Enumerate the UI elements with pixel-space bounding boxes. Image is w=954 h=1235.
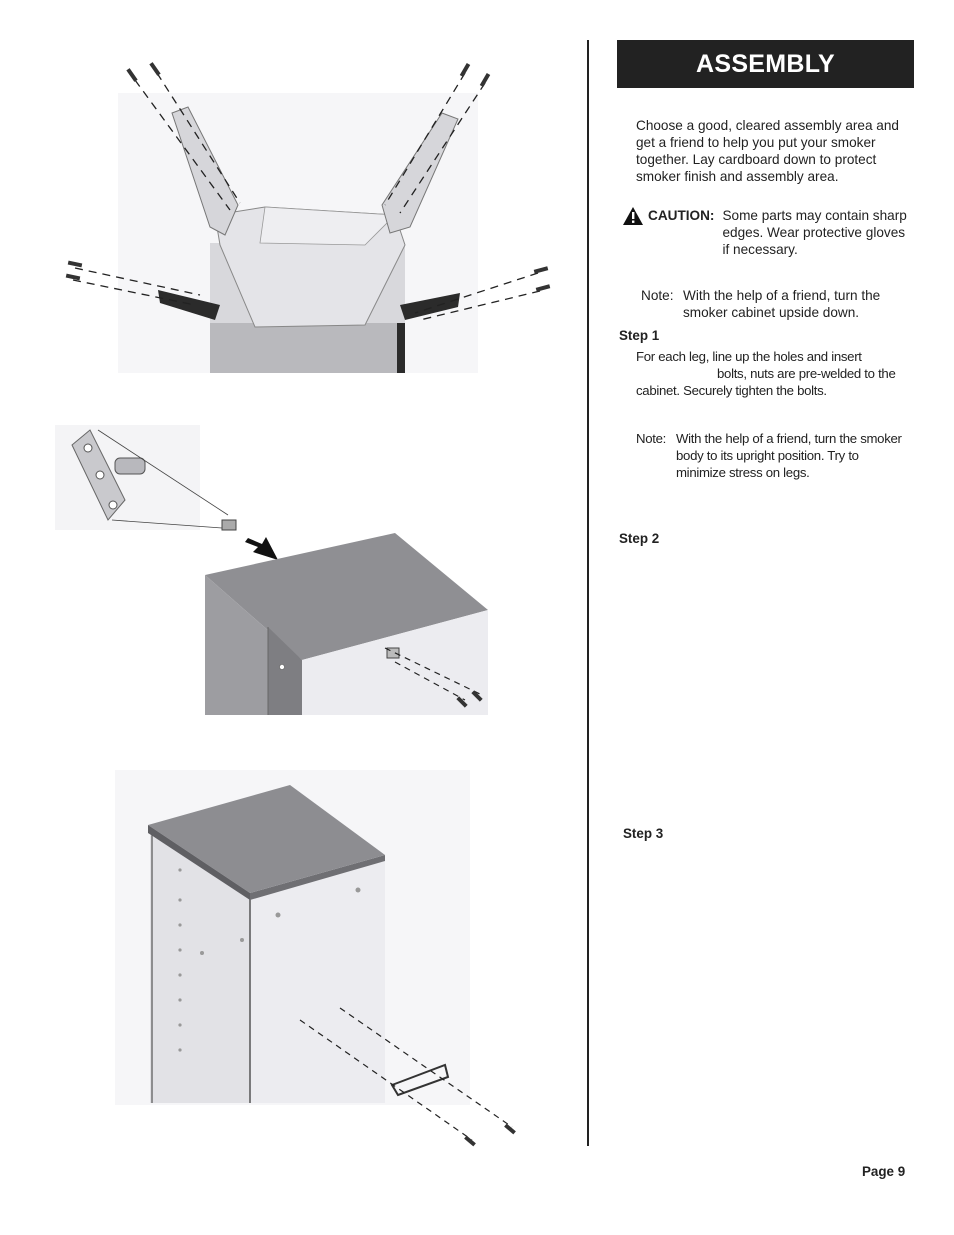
intro-paragraph: Choose a good, cleared assembly area and…: [636, 118, 899, 184]
step-1-line-3: cabinet. Securely tighten the bolts.: [636, 383, 827, 398]
step-2-heading: Step 2: [619, 531, 660, 546]
section-title: ASSEMBLY: [695, 49, 835, 78]
caution-block: CAUTION: Some parts may contain sharp ed…: [622, 207, 922, 258]
note-text: With the help of a friend, turn the smok…: [683, 288, 881, 320]
note-upright-position: Note: With the help of a friend, turn th…: [636, 430, 916, 481]
column-divider: [587, 40, 589, 1146]
step-1-body: For each leg, line up the holes and inse…: [636, 348, 916, 399]
latch-assembly-illustration: [55, 425, 488, 715]
step-3-heading: Step 3: [623, 826, 664, 841]
leg-assembly-illustration: [65, 62, 551, 373]
note-cabinet-upside-down: Note: With the help of a friend, turn th…: [641, 287, 921, 321]
note-label: Note:: [636, 431, 667, 446]
caution-text: Some parts may contain sharp edges. Wear…: [722, 208, 907, 257]
warning-triangle-icon: [623, 207, 643, 225]
step-1-heading: Step 1: [619, 328, 660, 343]
page-number: Page 9: [862, 1164, 906, 1179]
section-header: ASSEMBLY: [617, 40, 914, 88]
step-1-line-1: For each leg, line up the holes and inse…: [636, 349, 862, 364]
note-label: Note:: [641, 288, 674, 303]
caution-label: CAUTION:: [648, 208, 715, 223]
note-text: With the help of a friend, turn the smok…: [676, 431, 902, 480]
step-1-line-2: bolts, nuts are pre-welded to the: [717, 366, 896, 381]
handle-assembly-illustration: [115, 770, 516, 1147]
